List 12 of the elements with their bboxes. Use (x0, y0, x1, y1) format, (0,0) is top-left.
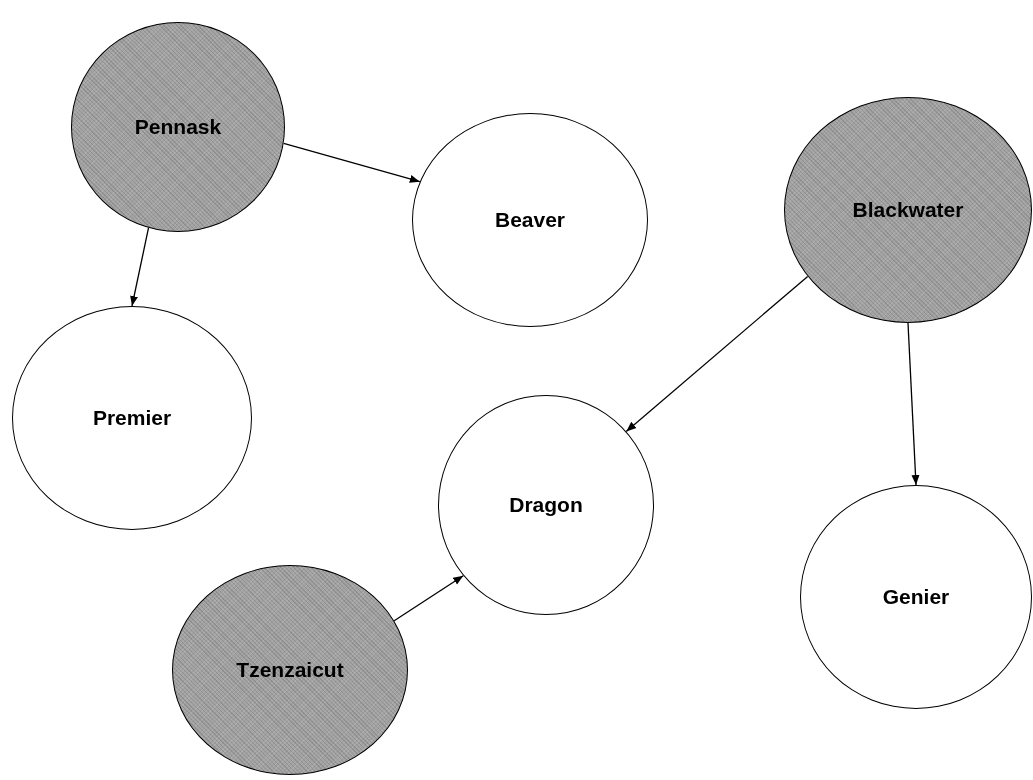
arrow (907, 322, 920, 486)
arrow (393, 575, 464, 622)
node-label: Beaver (494, 208, 566, 232)
node-label: Premier (92, 406, 172, 430)
node-label: Pennask (134, 115, 222, 139)
arrow (625, 275, 809, 433)
node-label: Blackwater (852, 198, 964, 222)
arrow (130, 227, 150, 307)
arrow (283, 142, 421, 183)
node-label: Dragon (509, 493, 583, 517)
node-label: Genier (882, 585, 950, 609)
node-label: Tzenzaicut (236, 658, 344, 682)
